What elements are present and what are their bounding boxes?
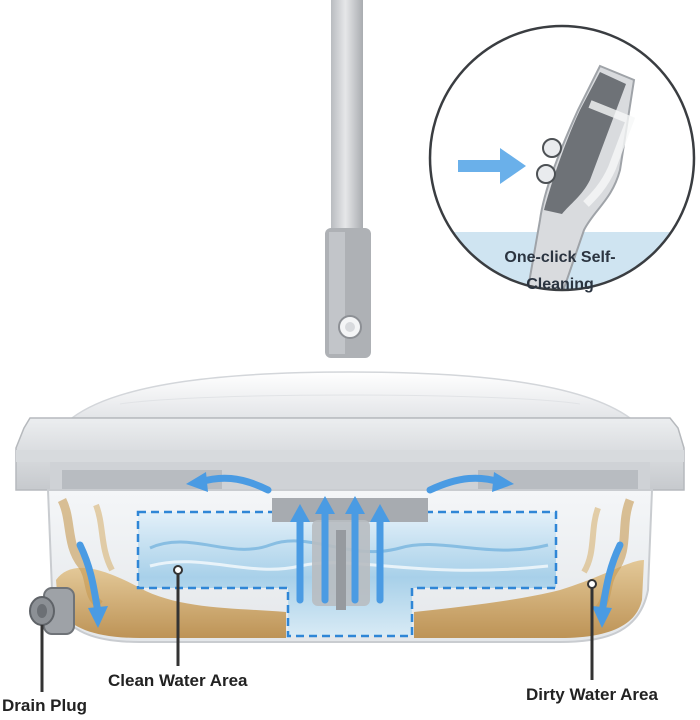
dirty-water-right	[414, 560, 644, 638]
inset-caption: One-click Self- Cleaning	[470, 244, 650, 298]
self-clean-button-top	[542, 138, 562, 158]
mop-pole	[331, 0, 363, 240]
dirty-water-left	[56, 567, 286, 638]
clean-water-area-label: Clean Water Area	[108, 671, 248, 690]
inset-caption-line2: Cleaning	[526, 276, 594, 293]
dirty-water-area-label: Dirty Water Area	[526, 685, 658, 704]
inset-caption-line1: One-click Self-	[504, 249, 616, 266]
leader-lines	[40, 572, 594, 692]
self-clean-button-bottom	[536, 164, 556, 184]
drain-plug	[29, 587, 75, 635]
drain-plug-label: Drain Plug	[2, 696, 88, 715]
pointer-arrow-icon	[458, 148, 526, 184]
